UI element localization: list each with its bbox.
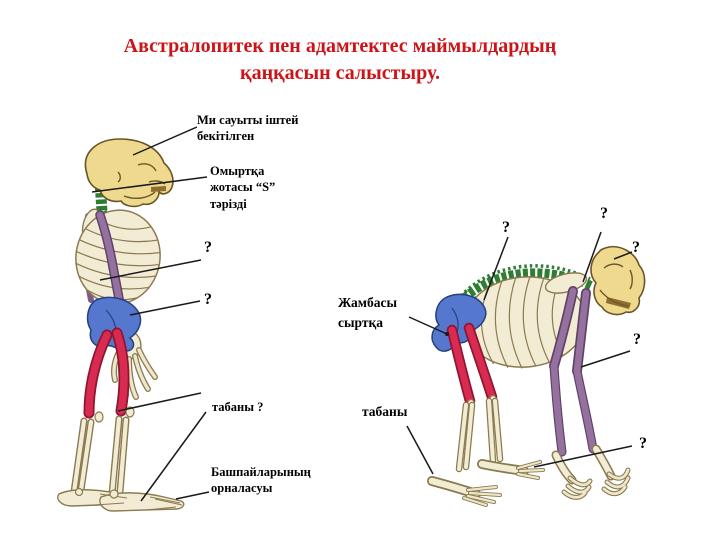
slide-title-line2: қаңқасын салыстыру.: [240, 62, 440, 84]
label-toes-left: Башпайларының орналасуы: [211, 465, 311, 496]
connector-spine: [91, 176, 208, 193]
left-patella: [94, 411, 104, 423]
question-mark-arm-left: ?: [204, 239, 212, 256]
ape-femurs: [446, 322, 498, 407]
ape-arm-bones: [549, 286, 598, 457]
label-spine-s: Омыртқа жотасы “S” тәрізді: [210, 164, 276, 211]
connector-pelvis-right: [408, 316, 448, 335]
connector-q-hand-right: [533, 445, 633, 468]
question-mark-skull-right: ?: [632, 239, 640, 256]
connector-toes-left: [175, 491, 210, 500]
left-femurs: [83, 327, 130, 419]
left-pelvis: [86, 296, 142, 352]
ape-lower-legs: [455, 397, 504, 473]
connector-q-spine-right: [483, 236, 509, 301]
label-sole-left: табаны ?: [212, 400, 264, 414]
connector-q-elbow-right: [580, 350, 631, 368]
label-sole-right: табаны: [362, 404, 408, 419]
connector-pelvis-left: [129, 300, 201, 316]
ape-hands: [551, 444, 631, 500]
left-ribcage: [75, 209, 161, 305]
australopithecus-skeleton: [57, 138, 185, 512]
ape-skull: [590, 245, 646, 316]
label-pelvis-right: Жамбасы сыртқа: [338, 295, 397, 331]
ape-feet: [427, 459, 545, 507]
connector-braincase: [132, 126, 198, 156]
connector-q-skull-right: [613, 251, 633, 260]
left-lower-legs: [70, 415, 130, 498]
left-feet: [57, 487, 185, 512]
question-mark-spine-right: ?: [502, 219, 510, 236]
question-mark-pelvis-left: ?: [204, 291, 212, 308]
connector-q-shoulder-right: [582, 231, 602, 283]
slide-title-line1: Австралопитек пен адамтектес маймылдарды…: [123, 35, 557, 57]
connector-arm-left: [99, 259, 202, 281]
connector-sole-right: [406, 425, 434, 475]
connector-lines: [91, 126, 633, 502]
slide-title: Австралопитек пен адамтектес маймылдарды…: [0, 33, 680, 87]
label-braincase: Ми сауыты іштей бекітілген: [197, 113, 299, 144]
question-mark-hand-right: ?: [639, 435, 647, 452]
connector-knee-left: [117, 392, 202, 412]
connector-sole-left: [140, 411, 207, 502]
question-mark-shoulder-right: ?: [600, 205, 608, 222]
ape-skeleton: [427, 245, 646, 507]
question-mark-elbow-right: ?: [633, 331, 641, 348]
